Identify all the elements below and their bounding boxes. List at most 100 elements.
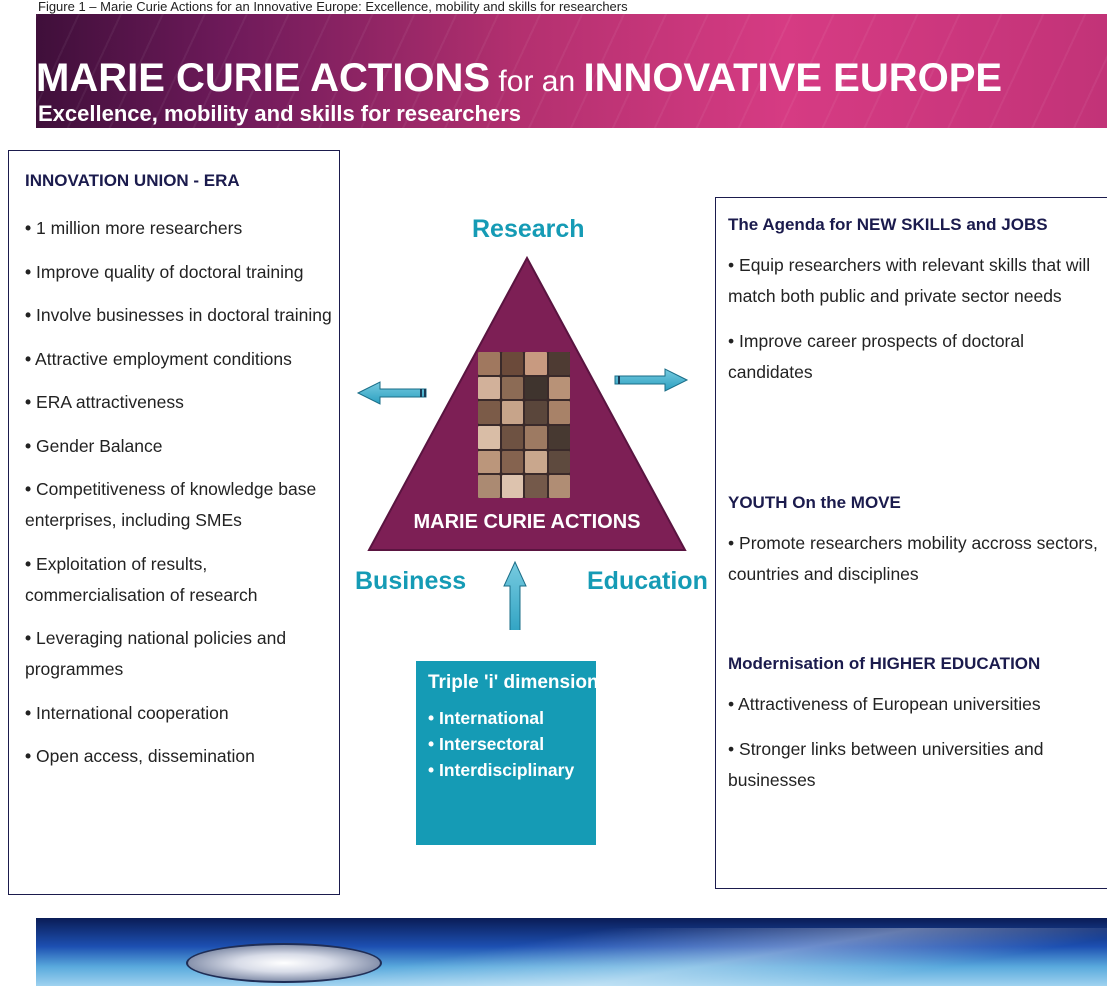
footer-disc-graphic <box>186 943 382 983</box>
policy-agenda-panel: The Agenda for NEW SKILLS and JOBS • Equ… <box>715 197 1107 889</box>
photo-cell <box>525 425 547 449</box>
bullet-icon: • <box>25 553 32 574</box>
title-part-2: INNOVATIVE EUROPE <box>583 56 1003 100</box>
list-item-text: Interdisciplinary <box>439 760 575 780</box>
marie-curie-actions-label: MARIE CURIE ACTIONS <box>413 511 641 533</box>
header-banner: MARIE CURIE ACTIONS for an INNOVATIVE EU… <box>36 14 1107 128</box>
photo-cell <box>501 352 523 375</box>
photo-cell <box>501 425 523 449</box>
photo-cell <box>525 376 547 400</box>
list-item: • Promote researchers mobility accross s… <box>728 528 1103 590</box>
photo-cell <box>548 401 570 424</box>
bullet-icon: • <box>25 348 32 369</box>
bullet-icon: • <box>428 734 435 754</box>
photo-cell <box>548 352 570 375</box>
list-item: • Stronger links between universities an… <box>728 734 1103 796</box>
bullet-icon: • <box>428 708 435 728</box>
triple-i-list: • International • Intersectoral • Interd… <box>428 705 584 783</box>
researchers-photo-grid <box>478 352 570 498</box>
photo-cell <box>548 425 570 449</box>
photo-cell <box>478 425 500 449</box>
bullet-icon: • <box>25 392 32 412</box>
list-item-text: 1 million more researchers <box>36 218 243 238</box>
list-item: • Competitiveness of knowledge base ente… <box>25 474 339 536</box>
marie-curie-diagram: Research <box>340 200 715 630</box>
bullet-icon: • <box>728 533 735 553</box>
list-item-text: Open access, dissemination <box>36 746 255 766</box>
list-item: • ERA attractiveness <box>25 387 339 418</box>
list-item-text: Promote researchers mobility accross sec… <box>728 533 1098 584</box>
title-part-1: MARIE CURIE ACTIONS <box>36 56 491 100</box>
list-item: • Improve career prospects of doctoral c… <box>728 326 1103 388</box>
bullet-icon: • <box>25 305 32 325</box>
list-item: • International <box>428 705 584 731</box>
bullet-icon: • <box>25 746 32 766</box>
bullet-icon: • <box>428 760 435 780</box>
list-item-text: Leveraging national policies and program… <box>25 628 287 679</box>
higher-education-heading: Modernisation of HIGHER EDUCATION <box>728 654 1041 673</box>
innovation-union-panel: INNOVATION UNION - ERA • 1 million more … <box>8 150 340 895</box>
arrow-left-icon <box>356 381 427 405</box>
list-item: • Intersectoral <box>428 731 584 757</box>
photo-cell <box>478 376 500 400</box>
youth-on-move-section: YOUTH On the MOVE • Promote researchers … <box>728 492 1103 590</box>
education-label: Education <box>587 567 708 595</box>
business-label: Business <box>355 567 467 595</box>
photo-cell <box>501 475 523 498</box>
youth-on-move-heading: YOUTH On the MOVE <box>728 493 901 512</box>
photo-cell <box>478 401 500 424</box>
photo-cell <box>478 352 500 375</box>
list-item-text: Stronger links between universities and … <box>728 739 1044 790</box>
bullet-icon: • <box>25 261 32 282</box>
bullet-icon: • <box>728 255 735 275</box>
list-item: • Open access, dissemination <box>25 741 339 772</box>
list-item-text: Involve businesses in doctoral training <box>36 305 332 325</box>
bullet-icon: • <box>25 479 32 499</box>
photo-cell <box>525 475 547 498</box>
list-item-text: Intersectoral <box>439 734 545 754</box>
list-item: • Attractiveness of European universitie… <box>728 689 1103 720</box>
bullet-icon: • <box>25 218 32 238</box>
list-item-text: ERA attractiveness <box>36 392 184 412</box>
bullet-icon: • <box>728 739 735 759</box>
triple-i-title: Triple 'i' dimension: <box>428 672 605 693</box>
title-connector: for an <box>490 65 584 98</box>
page-title: MARIE CURIE ACTIONS for an INNOVATIVE EU… <box>36 58 1002 102</box>
photo-cell <box>525 352 547 375</box>
new-skills-heading: The Agenda for NEW SKILLS and JOBS <box>728 215 1048 234</box>
list-item: • Improve quality of doctoral training <box>25 257 339 288</box>
photo-cell <box>548 376 570 400</box>
list-item-text: Gender Balance <box>36 435 163 456</box>
list-item-text: Competitiveness of knowledge base enterp… <box>25 479 317 530</box>
photo-cell <box>478 475 500 498</box>
photo-cell <box>548 475 570 498</box>
arrow-right-icon <box>614 368 689 392</box>
list-item: • Exploitation of results, commercialisa… <box>25 549 339 611</box>
triple-i-dimension-box: Triple 'i' dimension: • International • … <box>416 661 605 845</box>
bullet-icon: • <box>728 331 735 351</box>
new-skills-section: The Agenda for NEW SKILLS and JOBS • Equ… <box>728 214 1103 388</box>
photo-cell <box>525 401 547 424</box>
innovation-union-list: • 1 million more researchers • Improve q… <box>25 213 339 785</box>
photo-cell <box>478 450 500 474</box>
top-caption-text: Figure 1 – Marie Curie Actions for an In… <box>38 0 628 14</box>
bullet-icon: • <box>25 702 32 723</box>
list-item-text: Exploitation of results, commercialisati… <box>25 553 258 605</box>
list-item: • Leveraging national policies and progr… <box>25 623 339 685</box>
bullet-icon: • <box>728 694 735 714</box>
bullet-icon: • <box>25 435 32 456</box>
photo-cell <box>501 450 523 474</box>
list-item-text: Attractiveness of European universities <box>738 694 1041 714</box>
arrow-up-icon <box>503 560 527 630</box>
photo-cell <box>501 401 523 424</box>
list-item-text: Improve quality of doctoral training <box>36 261 304 282</box>
list-item-text: Attractive employment conditions <box>35 348 292 369</box>
photo-cell <box>548 450 570 474</box>
list-item-text: Improve career prospects of doctoral can… <box>728 331 1025 382</box>
innovation-union-heading: INNOVATION UNION - ERA <box>25 171 240 190</box>
photo-cell <box>501 376 523 400</box>
list-item: • Involve businesses in doctoral trainin… <box>25 300 339 331</box>
list-item: • 1 million more researchers <box>25 213 339 244</box>
list-item: • Equip researchers with relevant skills… <box>728 250 1103 312</box>
list-item-text: Equip researchers with relevant skills t… <box>728 255 1091 306</box>
